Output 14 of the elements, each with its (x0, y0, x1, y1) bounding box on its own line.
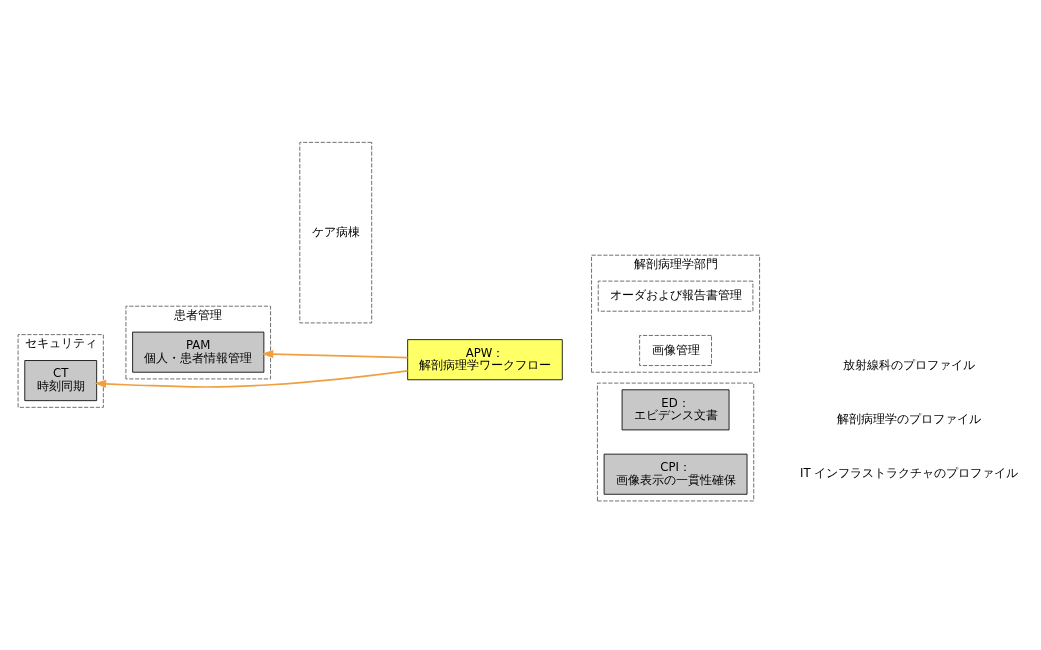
node-box: 画像管理 (639, 335, 712, 366)
node-box: オーダおよび報告書管理 (597, 280, 754, 312)
cluster (597, 382, 755, 502)
label: 解剖病理学のプロファイル (837, 411, 982, 426)
label: IT インフラストラクチャのプロファイル (800, 466, 1019, 481)
node-box: PAM 個人・患者情報管理 (132, 331, 265, 373)
node-box: APW： 解剖病理学ワークフロー (407, 339, 563, 381)
node-box: ケア病棟 (299, 141, 373, 324)
node-box: CPI： 画像表示の一貫性確保 (603, 453, 748, 495)
node-box: CT 時刻同期 (24, 360, 98, 402)
label: 放射線科のプロファイル (843, 357, 976, 372)
arrow (94, 370, 409, 388)
arrow (261, 350, 409, 359)
node-box: ED： エビデンス文書 (621, 389, 730, 431)
